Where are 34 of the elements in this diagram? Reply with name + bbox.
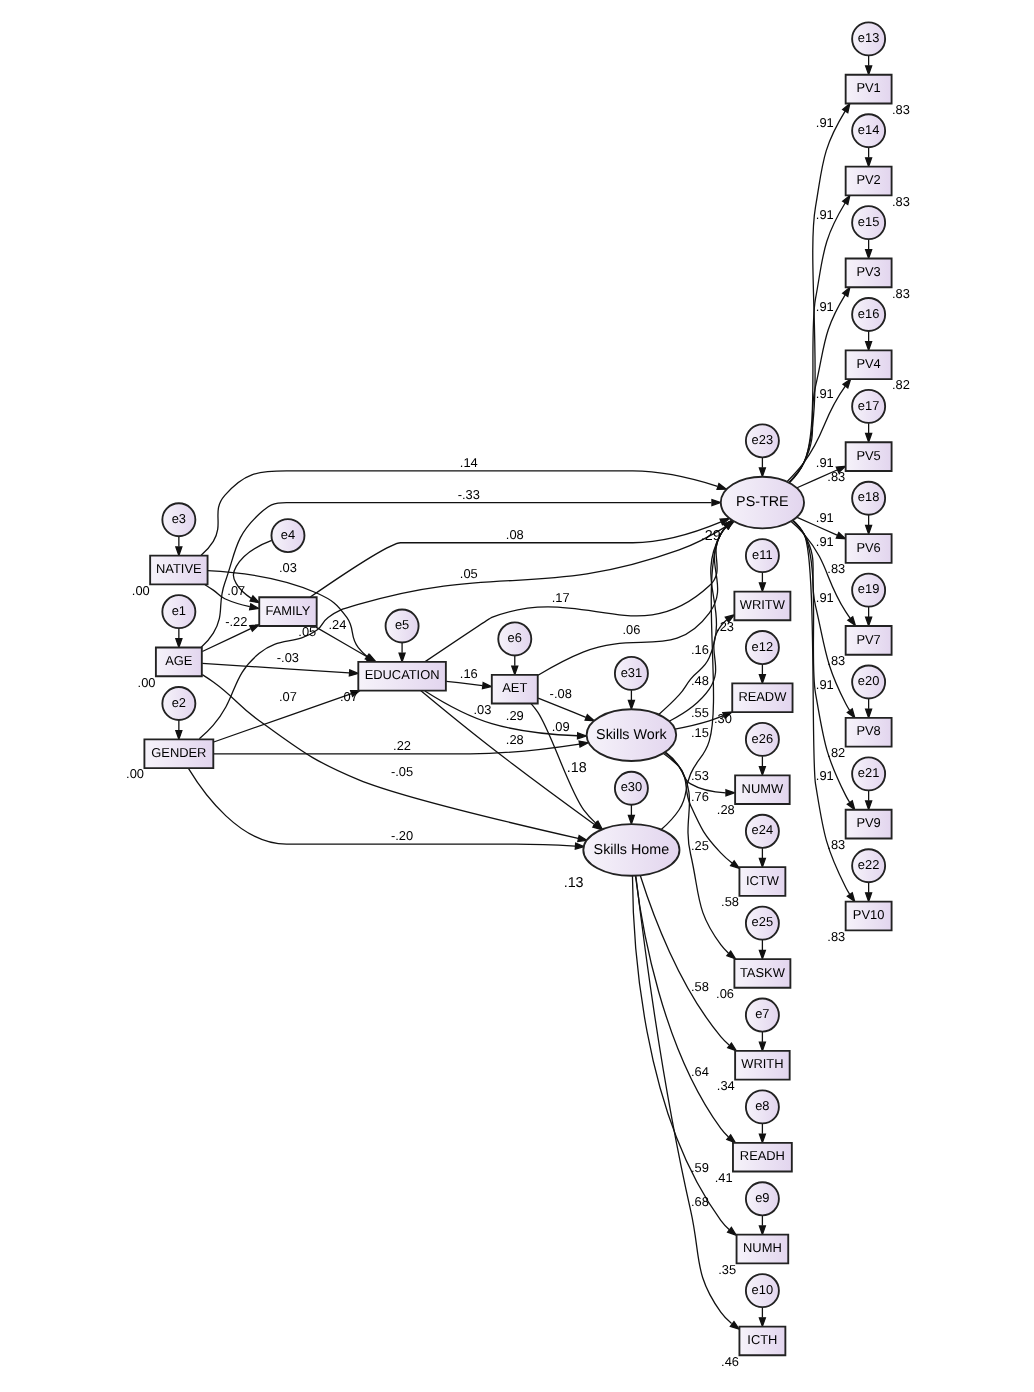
arrow: [199, 470, 728, 556]
arrow: [186, 767, 585, 850]
arrow: [173, 535, 182, 558]
arrow: [787, 102, 850, 484]
arrow: [444, 680, 493, 690]
arrow: [790, 519, 855, 720]
arrow: [791, 519, 855, 812]
arrow: [203, 584, 260, 611]
arrow: [536, 697, 596, 722]
arrow: [787, 193, 850, 484]
arrow: [634, 875, 740, 1331]
arrow: [308, 517, 730, 598]
arrow: [661, 752, 736, 797]
arrow: [397, 642, 405, 664]
arrow: [785, 377, 851, 483]
arrow: [212, 740, 589, 755]
arrow: [787, 285, 850, 484]
arrow: [200, 662, 360, 677]
arrow: [638, 875, 737, 1052]
arrow: [231, 539, 272, 604]
arrow: [173, 627, 182, 650]
arrow: [630, 875, 737, 1237]
arrow: [200, 673, 588, 843]
arrow: [789, 520, 856, 628]
arrow: [663, 751, 740, 870]
arrow: [663, 751, 736, 961]
arrow: [423, 690, 588, 740]
arrow: [633, 875, 736, 1144]
arrow: [795, 465, 847, 489]
arrow: [791, 519, 855, 904]
arrow: [795, 516, 847, 540]
arrow: [200, 623, 260, 653]
arrow: [173, 719, 182, 742]
arrow: [199, 498, 722, 648]
